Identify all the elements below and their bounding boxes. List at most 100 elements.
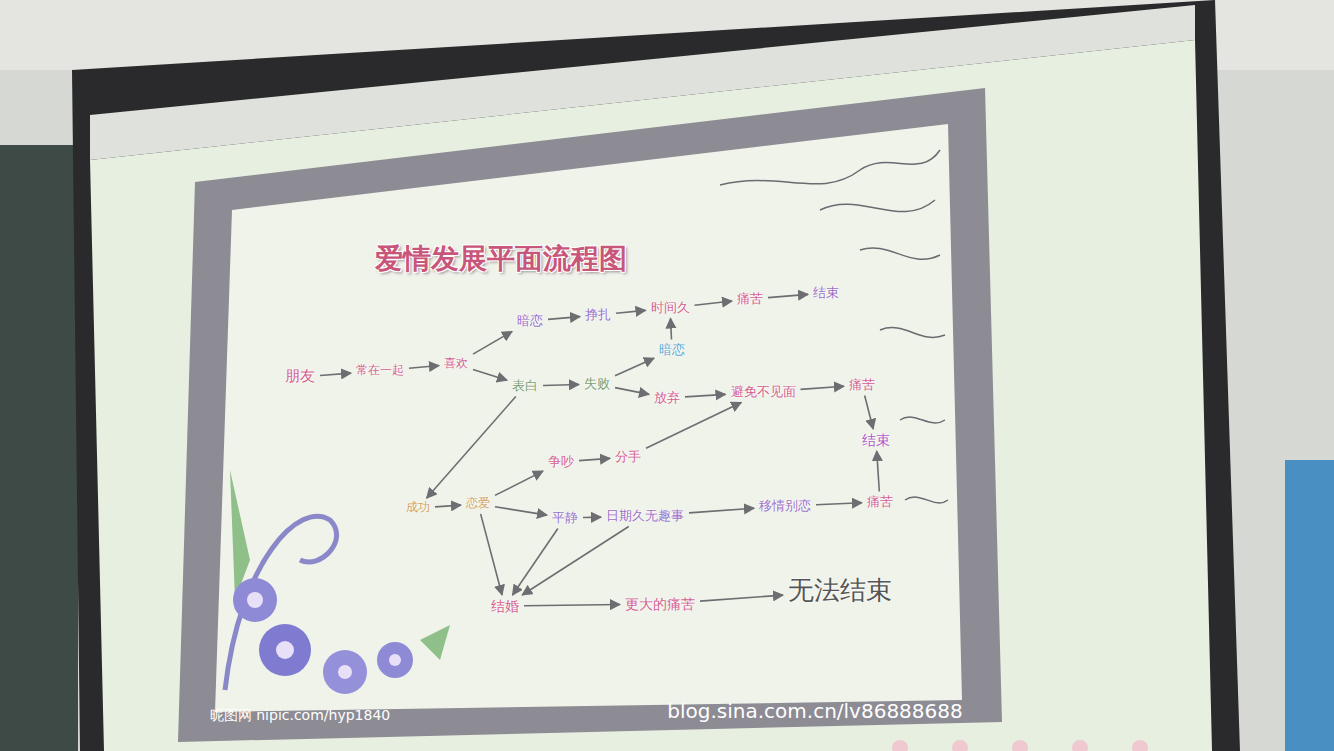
flow-arrow [877,451,880,491]
step-text: 避免不见面 [731,385,796,400]
swirl [860,248,940,259]
step-text: 喜欢 [444,357,468,371]
step-text: 无法结束 [788,576,892,606]
flow-arrow [700,595,783,601]
flow-step: 结婚 [488,597,522,615]
flower [233,578,277,622]
flow-arrow [801,386,845,389]
flower [259,624,311,676]
flow-arrow [615,358,654,376]
flow-arrow [689,508,754,513]
step-text: 挣扎 [585,308,611,323]
flow-arrow [768,294,808,297]
screen-bottom-pattern [892,740,1148,751]
dot [1072,740,1088,751]
step-text: 表白 [512,379,538,394]
flow-arrow [409,366,439,369]
flow-step: 结束 [810,285,842,302]
flow-step: 时间久 [648,300,693,317]
leaf [420,625,450,660]
step-text: 暗恋 [517,314,543,329]
step-text: 日期久无趣事 [606,509,684,524]
flow-step: 恋爱 [463,496,493,512]
flow-step: 喜欢 [441,356,471,372]
flow-arrow [495,507,547,515]
flow-step: 痛苦 [864,494,896,511]
flow-step: 暗恋 [514,313,546,330]
corner-flowers [225,470,450,694]
step-text: 痛苦 [849,378,875,393]
slide-frame [178,88,1002,742]
step-text: 更大的痛苦 [625,596,695,612]
swirl [880,328,945,338]
flower-center [389,654,401,666]
flow-step: 无法结束 [785,575,895,607]
step-text: 暗恋 [659,343,685,358]
swirl [900,417,945,423]
flow-step: 结束 [859,431,893,449]
step-text: 痛苦 [737,292,763,307]
flow-step: 移情别恋 [756,498,814,515]
step-text: 放弃 [654,391,680,406]
flow-step: 痛苦 [846,377,878,394]
poster [1285,460,1334,751]
flower [377,642,413,678]
slide-ground [215,124,962,712]
flow-step: 朋友 [282,367,318,386]
flow-arrow [481,514,502,595]
flow-step: 平静 [549,510,581,527]
flow-arrow [865,395,874,428]
flow-arrow [543,385,579,386]
step-text: 时间久 [651,301,690,316]
flow-arrow [473,369,507,380]
flow-step: 痛苦 [734,291,766,308]
flow-step: 更大的痛苦 [622,595,698,613]
swirl [720,150,940,185]
step-text: 成功 [406,501,430,515]
step-text: 恋爱 [466,497,490,511]
flow-arrow [695,301,733,305]
flow-arrow [685,394,726,397]
flower-center [338,665,352,679]
swirl [820,200,935,212]
step-text: 争吵 [548,455,574,470]
flower-center [276,641,294,659]
flow-arrow [646,402,741,448]
flow-step: 失败 [581,376,613,393]
flow-step: 挣扎 [582,307,614,324]
step-text: 失败 [584,377,610,392]
flow-step: 表白 [509,378,541,395]
step-text: 分手 [615,450,641,465]
flow-arrow [579,458,610,460]
flow-arrow [816,503,862,505]
flower-center [247,592,263,608]
corner-swirls [720,150,948,503]
flow-arrow [495,471,543,495]
step-text: 朋友 [285,368,315,385]
step-text: 移情别恋 [759,499,811,514]
dot [1132,740,1148,751]
flow-step: 成功 [403,500,433,516]
flow-arrow [615,388,649,395]
flow-arrow [616,310,646,313]
flow-step: 分手 [612,449,644,466]
blackboard [0,145,78,751]
projection-screen [90,40,1212,751]
flow-arrow [548,317,580,320]
flow-arrow [473,331,512,354]
step-text: 结束 [862,432,890,448]
step-text: 结婚 [491,598,519,614]
flow-step: 常在一起 [353,363,407,379]
flow-step: 争吵 [545,454,577,471]
flow-arrow [522,526,629,594]
flow-arrow [435,505,461,507]
screen-frame [72,0,1240,751]
step-text: 平静 [552,511,578,526]
flow-step: 日期久无趣事 [603,508,687,525]
flow-step: 避免不见面 [728,384,799,401]
step-text: 结束 [813,286,839,301]
